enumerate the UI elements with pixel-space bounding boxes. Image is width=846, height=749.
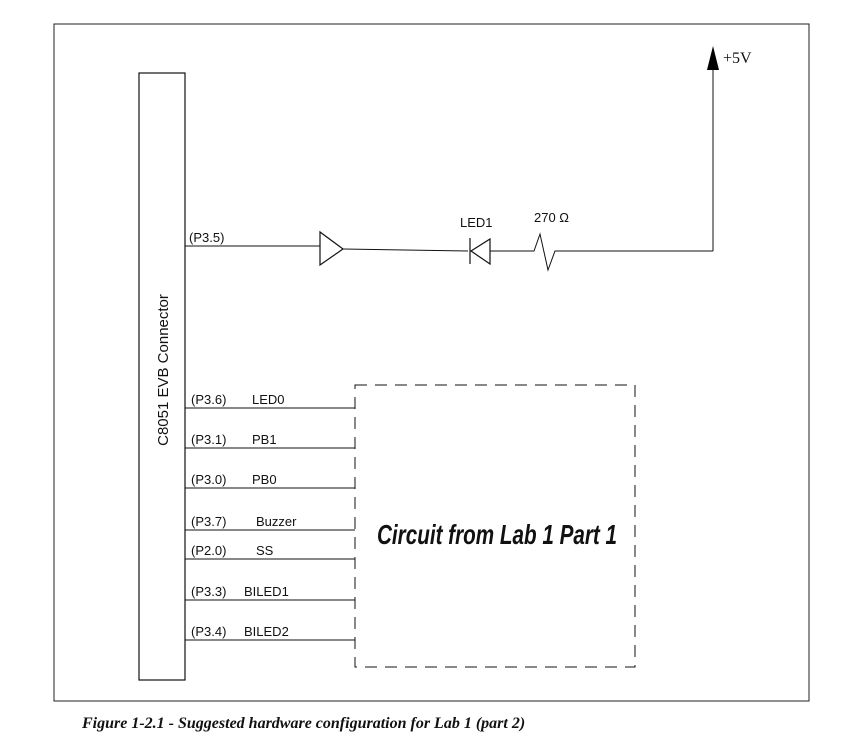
pin-label: (P3.4)BILED2	[191, 624, 289, 639]
pin-wires	[185, 407, 355, 641]
led1-label: LED1	[460, 215, 493, 230]
figure-caption: Figure 1-2.1 - Suggested hardware config…	[81, 715, 525, 732]
buffer-icon	[319, 230, 345, 267]
pin-label: (P3.7)Buzzer	[191, 514, 297, 529]
p35-pin-label: (P3.5)	[189, 230, 224, 245]
pin-label: (P3.0)PB0	[191, 472, 277, 487]
pin-label: (P3.3)BILED1	[191, 584, 289, 599]
pin-label: (P2.0)SS	[191, 543, 274, 558]
evb-connector-block	[138, 72, 186, 681]
led-diode-icon	[469, 237, 491, 266]
pin-label: (P3.6)LED0	[191, 392, 285, 407]
figure-frame	[53, 23, 810, 702]
buffer-to-led-wire	[342, 248, 469, 252]
resistor-label: 270 Ω	[534, 210, 569, 225]
supply-label: +5V	[723, 50, 752, 67]
lab1-circuit-label: Circuit from Lab 1 Part 1	[377, 519, 617, 550]
pin-labels: (P3.6)LED0 (P3.1)PB1 (P3.0)PB0 (P3.7)Buz…	[191, 392, 297, 639]
supply-arrow-icon	[707, 46, 719, 70]
lab1-circuit-box	[354, 384, 636, 668]
connector-label: C8051 EVB Connector	[155, 294, 172, 446]
pin-label: (P3.1)PB1	[191, 432, 277, 447]
resistor-icon	[528, 232, 713, 272]
